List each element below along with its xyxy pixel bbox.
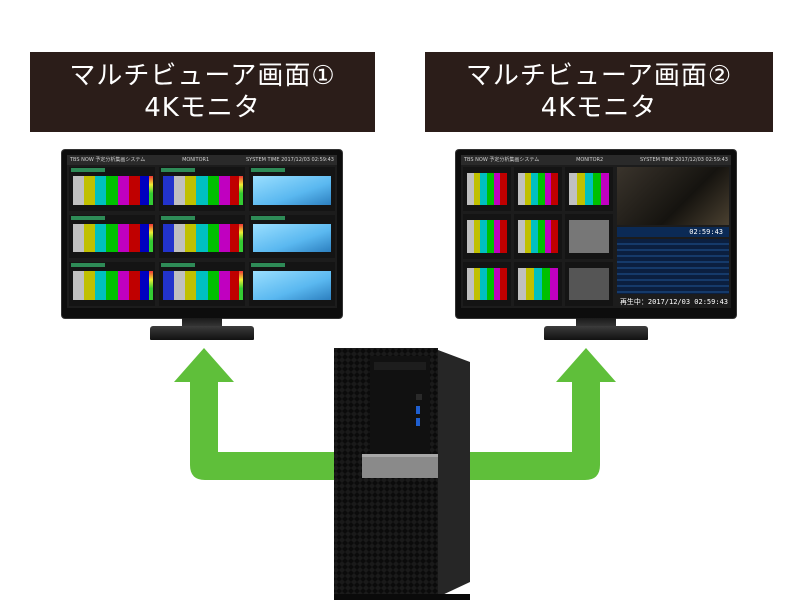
- video-tile: [249, 167, 335, 211]
- video-tile: [514, 214, 562, 259]
- video-tile: [69, 214, 155, 259]
- video-tile: [514, 261, 562, 306]
- pc-drive-bay: [370, 356, 430, 456]
- camera-view: [617, 167, 729, 225]
- video-tile: [69, 262, 155, 306]
- video-tile: [463, 214, 511, 259]
- video-tile-grid: [463, 167, 613, 306]
- banner-subtitle: 4Kモニタ: [144, 93, 261, 123]
- video-tile-grid: [69, 167, 335, 306]
- banner-title: マルチビューア画面①: [69, 61, 336, 91]
- banner-subtitle: 4Kモニタ: [540, 93, 658, 123]
- monitor-1: TBS NOW 予定分析集画システム MONITOR1 SYSTEM TIME …: [62, 150, 342, 350]
- pc-accent-band: [362, 454, 438, 478]
- arrow-to-right-monitor: [470, 348, 616, 480]
- multiviewer-screen-1: TBS NOW 予定分析集画システム MONITOR1 SYSTEM TIME …: [67, 155, 337, 308]
- screen-header: TBS NOW 予定分析集画システム MONITOR1 SYSTEM TIME …: [67, 155, 337, 165]
- video-tile: [249, 214, 335, 259]
- monitor-stand-neck: [576, 318, 616, 328]
- video-tile: [463, 167, 511, 212]
- video-tile: [69, 167, 155, 211]
- timecode-text: 02:59:43: [689, 228, 723, 236]
- multiviewer-screen-2: TBS NOW 予定分析集画システム MONITOR2 SYSTEM TIME …: [461, 155, 731, 308]
- header-system-time: SYSTEM TIME 2017/12/03 02:59:43: [246, 157, 334, 163]
- video-tile: [249, 262, 335, 306]
- banner-multiviewer-1: マルチビューア画面① 4Kモニタ: [30, 52, 375, 132]
- playback-status: 再生中：2017/12/03 02:59:43: [620, 297, 728, 307]
- video-tile: [159, 167, 245, 211]
- banner-title: マルチビューア画面②: [465, 61, 733, 91]
- video-tile: [463, 261, 511, 306]
- video-tile: [565, 214, 613, 259]
- header-system-name: TBS NOW 予定分析集画システム: [464, 157, 540, 163]
- timecode-bar: 02:59:43: [617, 227, 729, 237]
- header-monitor-id: MONITOR1: [182, 157, 210, 163]
- pc-side-panel: [438, 350, 470, 597]
- pc-tower: [334, 348, 470, 600]
- recording-list: [617, 239, 729, 294]
- banner-multiviewer-2: マルチビューア画面② 4Kモニタ: [425, 52, 773, 132]
- header-system-time: SYSTEM TIME 2017/12/03 02:59:43: [640, 157, 728, 163]
- video-tile: [565, 167, 613, 212]
- video-tile: [514, 167, 562, 212]
- monitor-stand-base: [150, 326, 254, 340]
- header-system-name: TBS NOW 予定分析集画システム: [70, 157, 146, 163]
- video-tile: [159, 214, 245, 259]
- header-monitor-id: MONITOR2: [576, 157, 604, 163]
- screen-header: TBS NOW 予定分析集画システム MONITOR2 SYSTEM TIME …: [461, 155, 731, 165]
- video-tile: [565, 261, 613, 306]
- arrow-to-left-monitor: [174, 348, 335, 480]
- monitor-stand-base: [544, 326, 648, 340]
- video-tile: [159, 262, 245, 306]
- monitor-stand-neck: [182, 318, 222, 328]
- playback-status-text: 再生中：2017/12/03 02:59:43: [619, 298, 728, 306]
- monitor-2: TBS NOW 予定分析集画システム MONITOR2 SYSTEM TIME …: [456, 150, 736, 350]
